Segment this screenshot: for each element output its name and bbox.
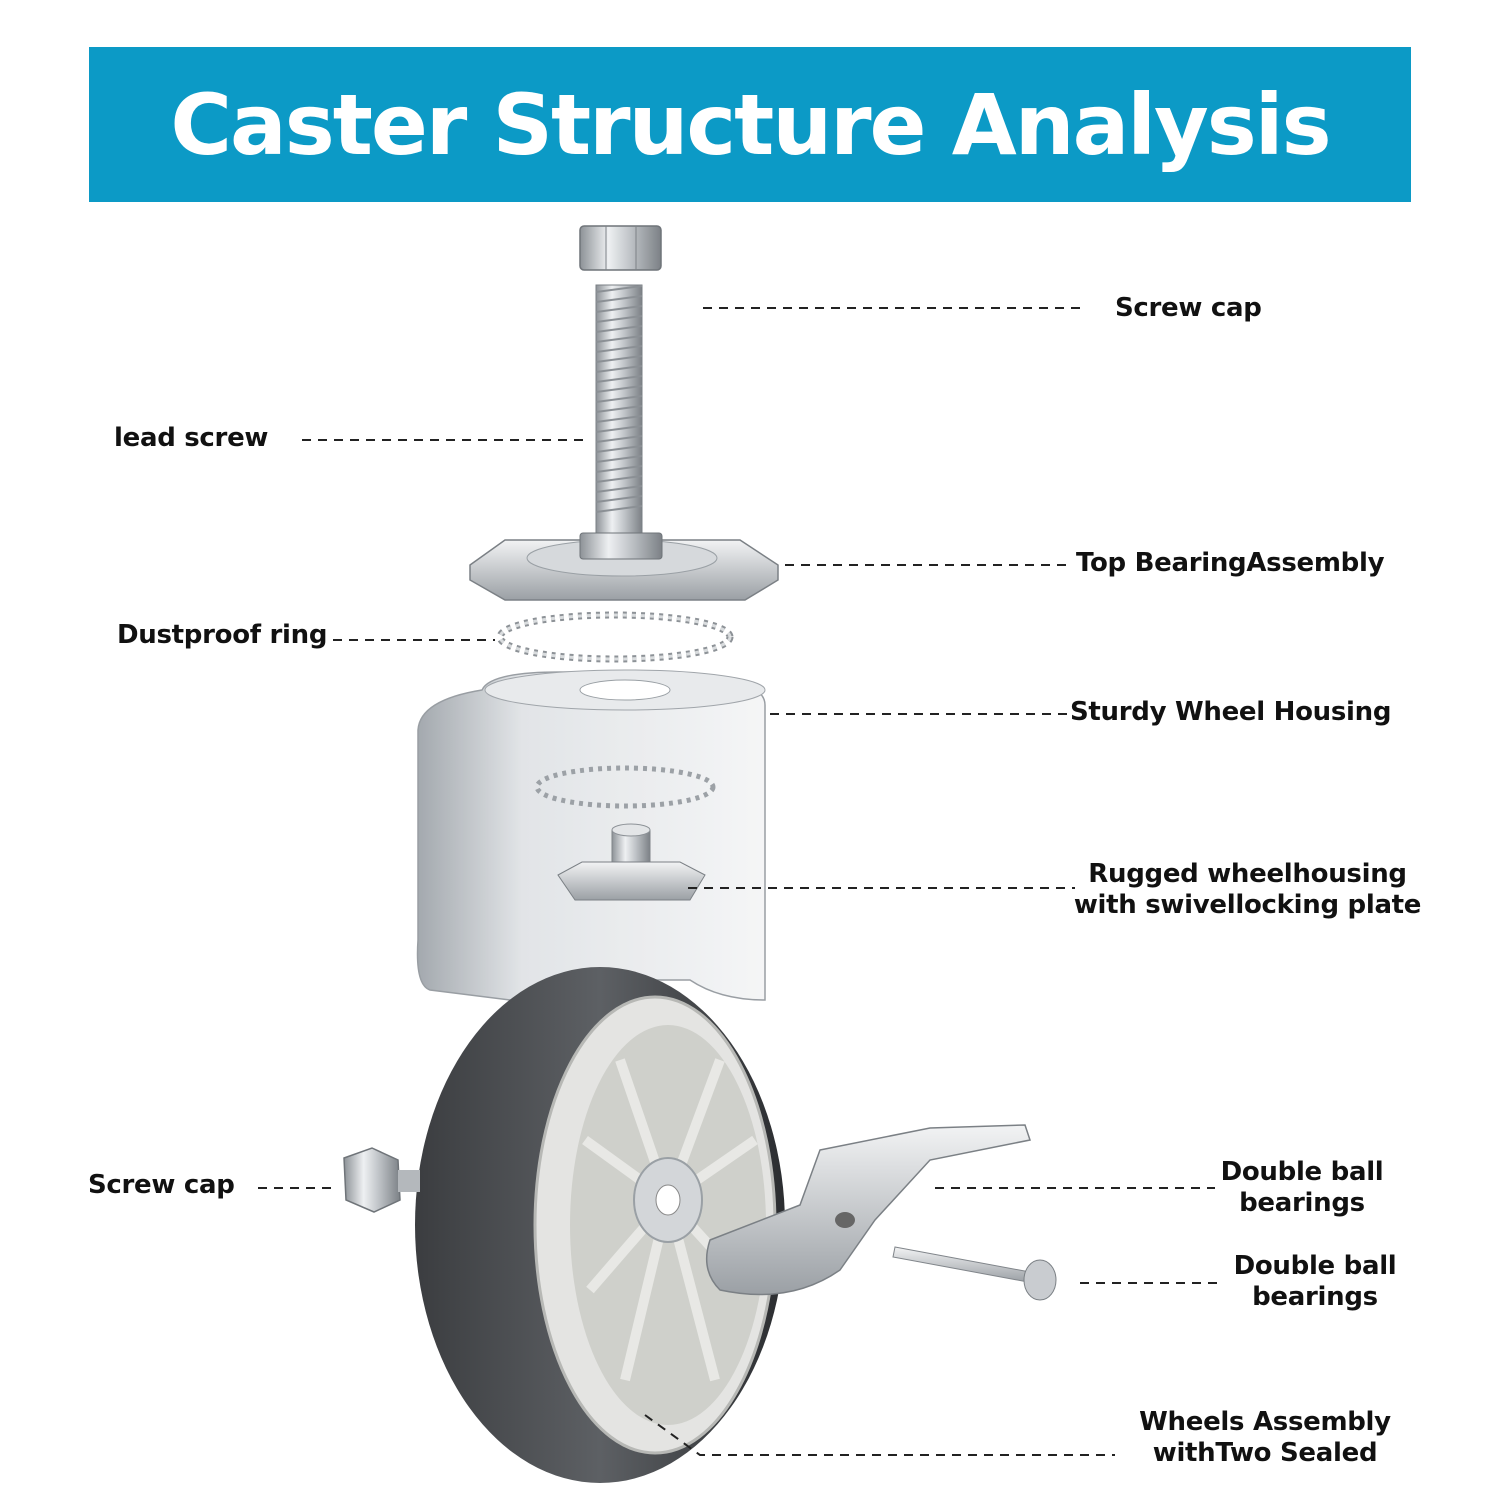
leader-wheels [644, 1414, 1115, 1456]
label-double-ball-2-line2: bearings [1252, 1282, 1378, 1312]
axle-pin [892, 1246, 1057, 1301]
leader-lines [258, 307, 1218, 1456]
label-wheels-line2: withTwo Sealed [1152, 1438, 1378, 1468]
label-rugged-line2: with swivellocking plate [1073, 890, 1422, 920]
axle-hex-nut [343, 1147, 420, 1213]
swivel-locking-plate [557, 823, 706, 901]
wheel-housing [416, 669, 766, 1006]
label-screw-cap-top: Screw cap [1115, 293, 1262, 323]
label-top-bearing: Top BearingAssembly [1076, 548, 1385, 578]
label-double-ball-2-line1: Double ball [1233, 1251, 1397, 1281]
label-screw-cap-left: Screw cap [88, 1170, 235, 1200]
dustproof-ball-ring [496, 611, 734, 663]
caster-wheel [415, 967, 785, 1483]
label-dustproof-ring: Dustproof ring [117, 620, 328, 650]
label-wheels-assembly: Wheels Assembly withTwo Sealed [1120, 1407, 1410, 1469]
label-rugged-line1: Rugged wheelhousing [1088, 859, 1407, 889]
top-hex-nut [579, 225, 662, 271]
top-bearing-plate [469, 532, 779, 601]
label-double-ball-1: Double ball bearings [1212, 1157, 1392, 1219]
brake-pedal [705, 1124, 1031, 1296]
label-sturdy-housing: Sturdy Wheel Housing [1070, 697, 1392, 727]
lead-screw-shaft [595, 284, 643, 546]
title-banner: Caster Structure Analysis [89, 47, 1411, 202]
label-double-ball-1-line2: bearings [1239, 1188, 1365, 1218]
label-double-ball-1-line1: Double ball [1220, 1157, 1384, 1187]
label-double-ball-2: Double ball bearings [1225, 1251, 1405, 1313]
page-title: Caster Structure Analysis [170, 75, 1331, 174]
label-rugged-housing: Rugged wheelhousing with swivellocking p… [1055, 859, 1440, 921]
label-wheels-line1: Wheels Assembly [1139, 1407, 1391, 1437]
label-lead-screw: lead screw [114, 423, 269, 453]
